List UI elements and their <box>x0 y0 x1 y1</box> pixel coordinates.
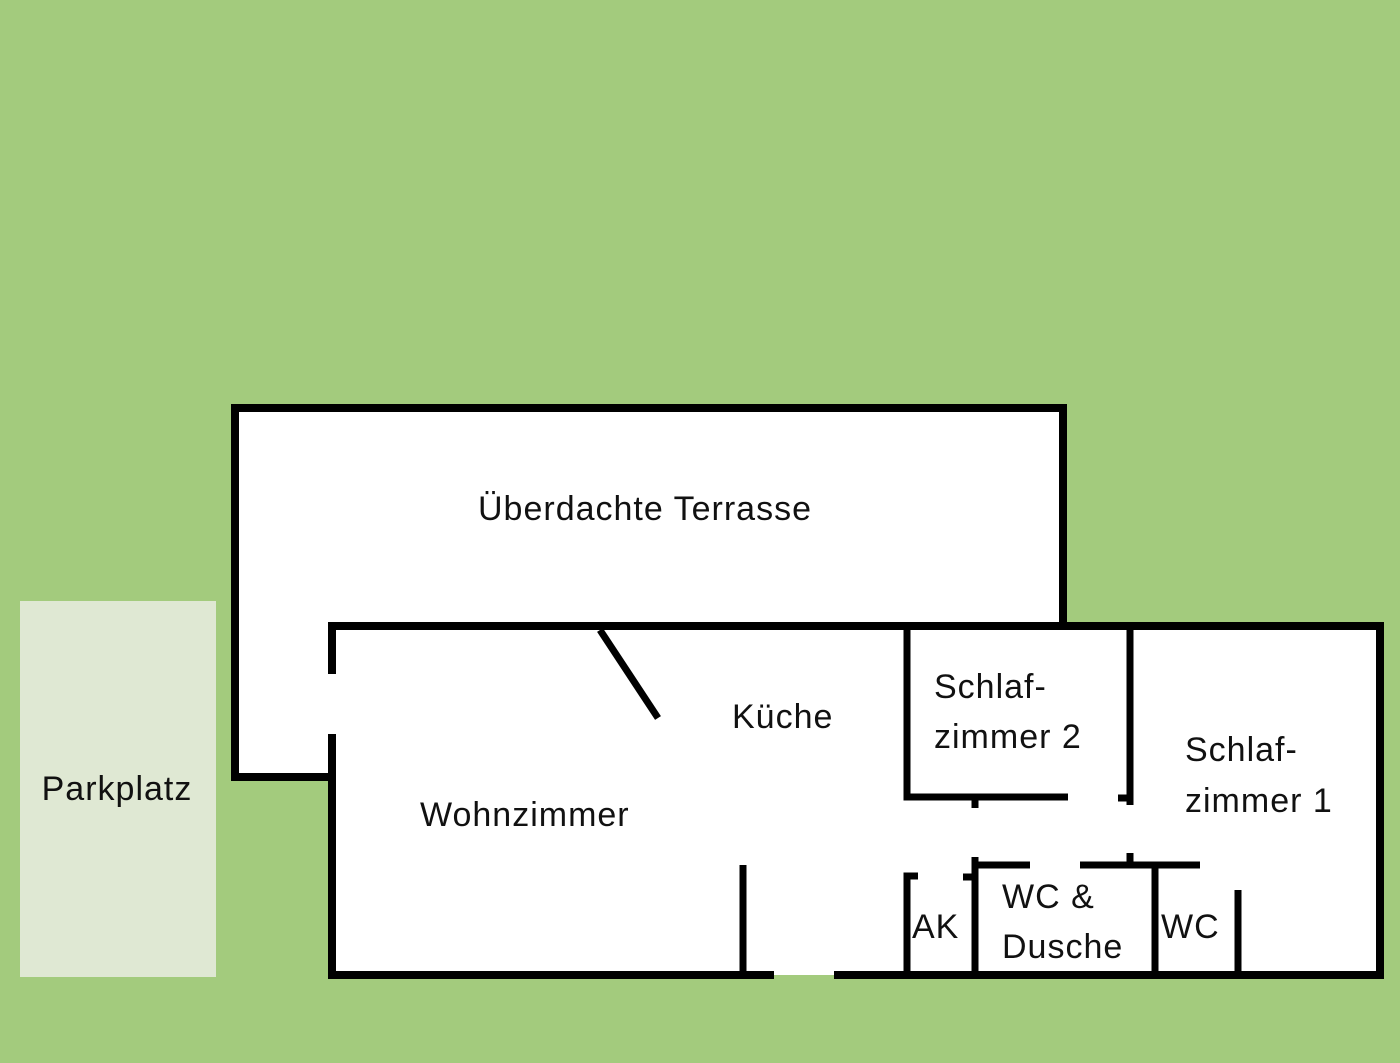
bedroom2-walls <box>903 626 1068 801</box>
parking-area <box>20 601 216 977</box>
door-swing <box>597 628 661 720</box>
terrace-label: Überdachte Terrasse <box>478 490 812 528</box>
bedroom2-label-1: Schlaf- <box>934 668 1047 706</box>
bath-label-2: Dusche <box>1002 928 1123 966</box>
kitchen-label: Küche <box>732 698 833 736</box>
outer-walls <box>328 622 1384 979</box>
bath-label-1: WC & <box>1002 878 1095 916</box>
house <box>328 622 1384 979</box>
storage-label: AK <box>912 908 959 946</box>
bedroom1-label-2: zimmer 1 <box>1185 782 1333 820</box>
bedroom2-label-2: zimmer 2 <box>934 718 1082 756</box>
parking-label: Parkplatz <box>42 770 193 808</box>
wc-label: WC <box>1161 908 1220 946</box>
living-label: Wohnzimmer <box>420 796 630 834</box>
bedroom1-label-1: Schlaf- <box>1185 731 1298 769</box>
storage-walls <box>903 872 918 975</box>
